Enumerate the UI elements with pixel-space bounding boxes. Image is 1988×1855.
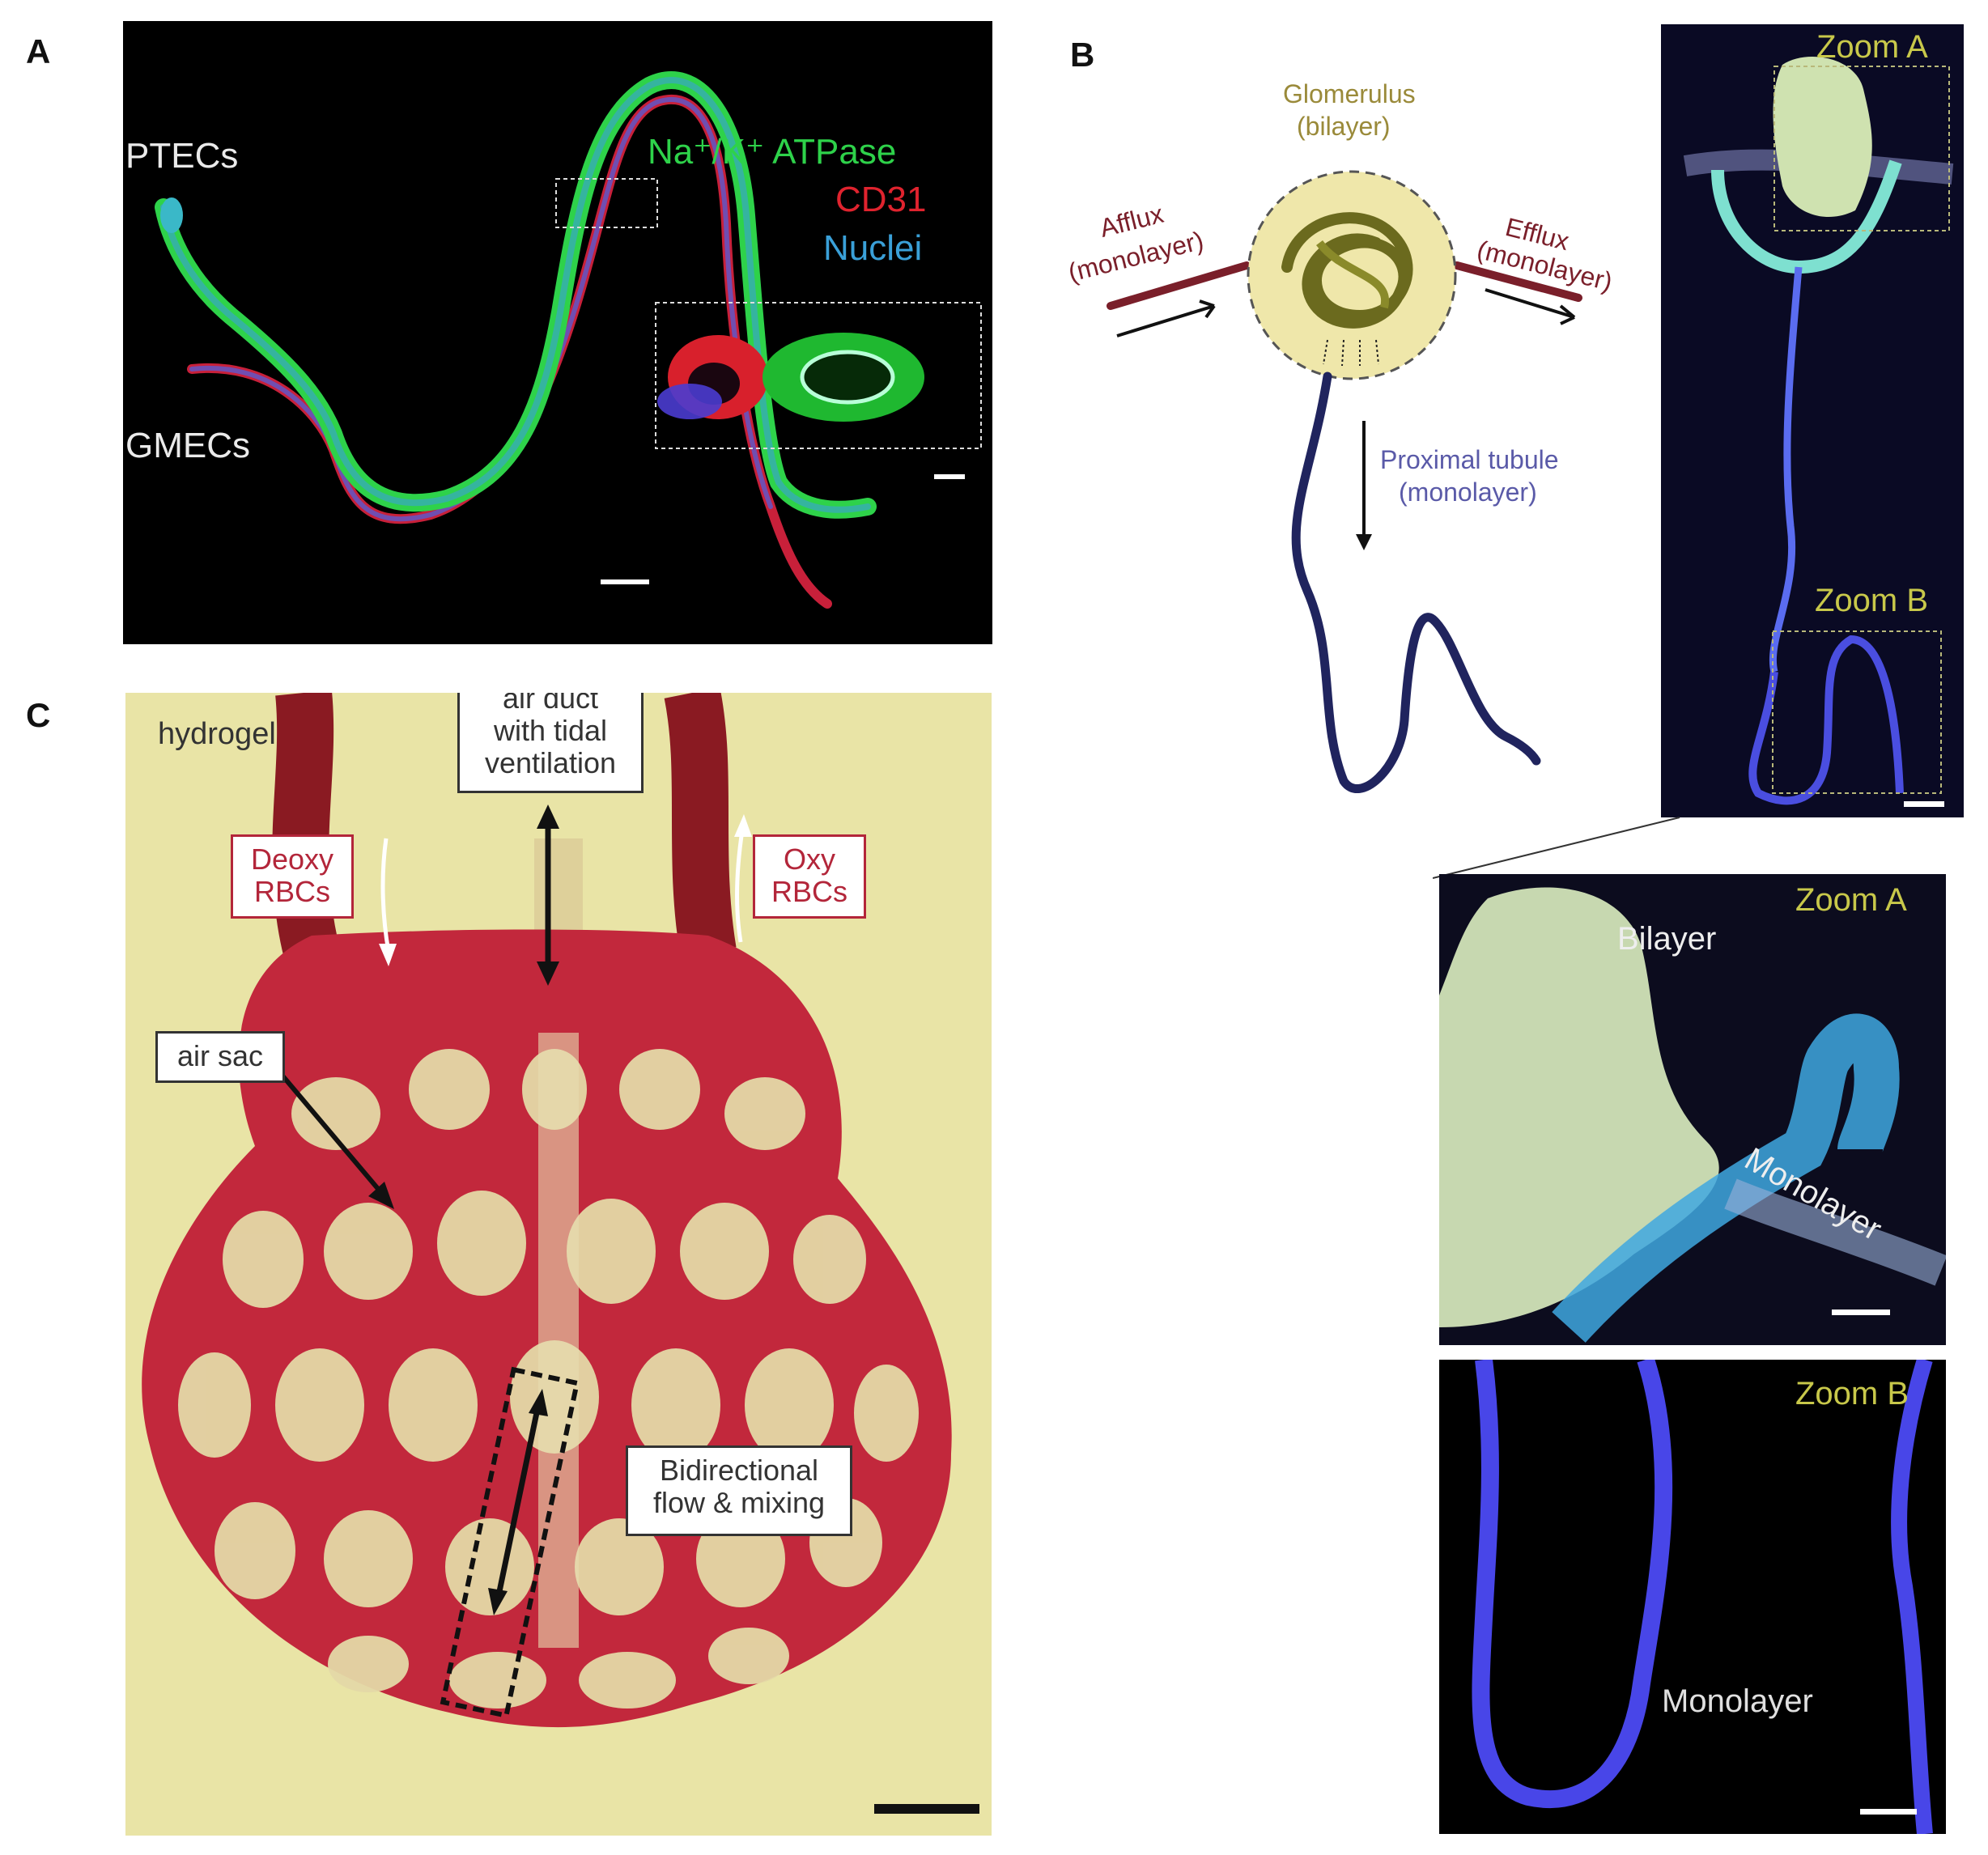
gmecs-label: GMECs — [125, 426, 250, 465]
proximal-tubule-label: Proximal tubule — [1380, 445, 1559, 474]
legend-nuclei: Nuclei — [823, 228, 923, 268]
kidney-construct-image: Zoom A Zoom B — [1661, 24, 1964, 817]
panel-a-letter: A — [26, 32, 51, 70]
panel-a-micrograph: PTECs GMECs Na⁺/K⁺ ATPase CD31 Nuclei — [123, 21, 992, 644]
oxy-rbcs-callout: Oxy RBCs — [753, 834, 866, 919]
legend-cd31: CD31 — [835, 180, 927, 219]
bilayer-label: Bilayer — [1617, 921, 1717, 957]
bidirectional-line-1: Bidirectional — [659, 1454, 819, 1487]
panel-c-letter: C — [26, 696, 51, 734]
bidirectional-callout: Bidirectional flow & mixing — [626, 1445, 852, 1536]
monolayer-label-b: Monolayer — [1662, 1683, 1813, 1719]
zoom-connector-lines — [1433, 817, 1680, 879]
zoom-b-label: Zoom B — [1815, 583, 1929, 618]
deoxy-line-1: Deoxy — [250, 843, 334, 876]
air-duct-line-2: with tidal — [493, 714, 608, 747]
zoom-a-label: Zoom A — [1816, 29, 1928, 65]
panel-b-letter: B — [1070, 36, 1095, 74]
zoom-a-panel-title: Zoom A — [1795, 882, 1907, 918]
bidirectional-line-2: flow & mixing — [652, 1486, 826, 1519]
deoxy-rbcs-callout: Deoxy RBCs — [231, 834, 354, 919]
air-duct-line-1: air duct — [502, 693, 599, 715]
kidney-schematic: Glomerulus (bilayer) Afflux (monolayer) … — [1052, 73, 1651, 817]
air-sac-text: air sac — [176, 1039, 264, 1072]
ptecs-label: PTECs — [125, 136, 239, 176]
air-duct-callout: air duct with tidal ventilation — [457, 693, 644, 793]
legend-na-k-atpase: Na⁺/K⁺ ATPase — [648, 132, 897, 172]
deoxy-line-2: RBCs — [253, 875, 330, 908]
proximal-tubule-sublabel: (monolayer) — [1399, 478, 1537, 507]
zoom-b-panel: Zoom B Monolayer — [1439, 1360, 1946, 1834]
zoom-a-panel: Zoom A Bilayer Monolayer — [1439, 874, 1946, 1345]
glomerulus-sublabel: (bilayer) — [1297, 112, 1391, 141]
lung-model-photo: hydrogel air duct with tidal ventilation… — [125, 693, 992, 1836]
tubule-fluorescence-image — [155, 71, 982, 609]
air-duct-line-3: ventilation — [484, 746, 617, 779]
hydrogel-label: hydrogel — [158, 717, 276, 751]
air-sac-callout: air sac — [155, 1031, 285, 1083]
glomerulus-label: Glomerulus — [1283, 79, 1416, 108]
oxy-line-1: Oxy — [783, 843, 835, 876]
zoom-b-panel-title: Zoom B — [1795, 1376, 1909, 1411]
oxy-line-2: RBCs — [771, 875, 847, 908]
